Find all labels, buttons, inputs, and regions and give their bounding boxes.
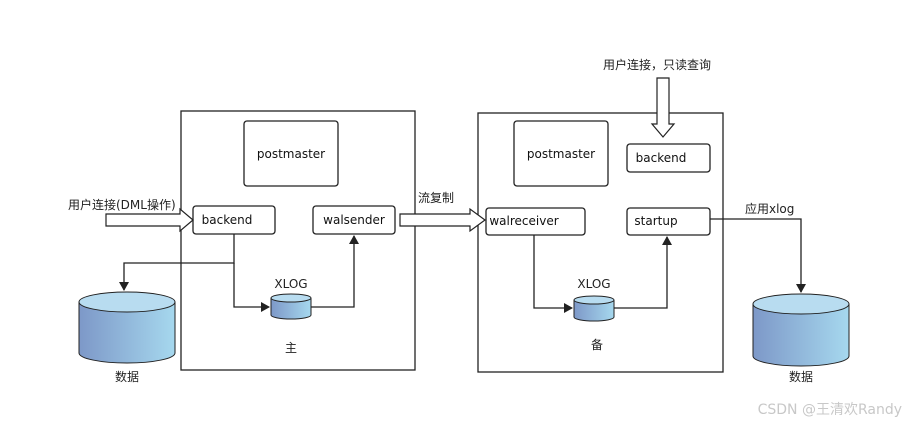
left-data-cylinder bbox=[78, 291, 176, 364]
streaming-arrow bbox=[399, 207, 487, 233]
primary-role-label: 主 bbox=[285, 341, 297, 355]
right-data-label: 数据 bbox=[789, 369, 813, 384]
streaming-label: 流复制 bbox=[418, 191, 454, 205]
standby-postmaster-node bbox=[513, 120, 609, 187]
watermark: CSDN @王清欢Randy bbox=[758, 402, 902, 418]
walsender-node bbox=[312, 205, 396, 235]
standby-postmaster-label: postmaster bbox=[527, 147, 595, 161]
left-data-label: 数据 bbox=[115, 369, 139, 384]
apply-xlog-edge bbox=[710, 218, 806, 293]
xlog-to-startup-edge bbox=[614, 236, 672, 309]
walreceiver-to-xlog-edge bbox=[533, 235, 573, 313]
primary-backend-label: backend bbox=[202, 213, 253, 227]
walreceiver-node bbox=[485, 207, 586, 236]
user-readonly-label: 用户连接，只读查询 bbox=[603, 57, 711, 72]
apply-xlog-label: 应用xlog bbox=[745, 201, 794, 216]
primary-postmaster-node bbox=[243, 120, 339, 187]
startup-label: startup bbox=[634, 214, 677, 228]
xlog-to-walsender-edge bbox=[311, 235, 359, 308]
user-dml-label: 用户连接(DML操作) bbox=[68, 197, 176, 212]
primary-postmaster-label: postmaster bbox=[257, 147, 325, 161]
standby-backend-label: backend bbox=[636, 151, 687, 165]
right-data-cylinder bbox=[752, 293, 850, 367]
standby-xlog-cylinder bbox=[573, 295, 615, 322]
backend-to-data-edge bbox=[119, 234, 235, 291]
walreceiver-label: walreceiver bbox=[489, 214, 558, 228]
primary-xlog-label: XLOG bbox=[274, 277, 307, 291]
user-readonly-arrow bbox=[650, 77, 676, 138]
backend-to-xlog-edge bbox=[233, 263, 270, 312]
walsender-label: walsender bbox=[323, 213, 385, 227]
standby-xlog-label: XLOG bbox=[577, 277, 610, 291]
standby-backend-node bbox=[626, 143, 711, 173]
standby-role-label: 备 bbox=[591, 338, 603, 352]
user-dml-arrow bbox=[105, 207, 194, 233]
startup-node bbox=[626, 207, 711, 236]
primary-xlog-cylinder bbox=[270, 293, 312, 320]
